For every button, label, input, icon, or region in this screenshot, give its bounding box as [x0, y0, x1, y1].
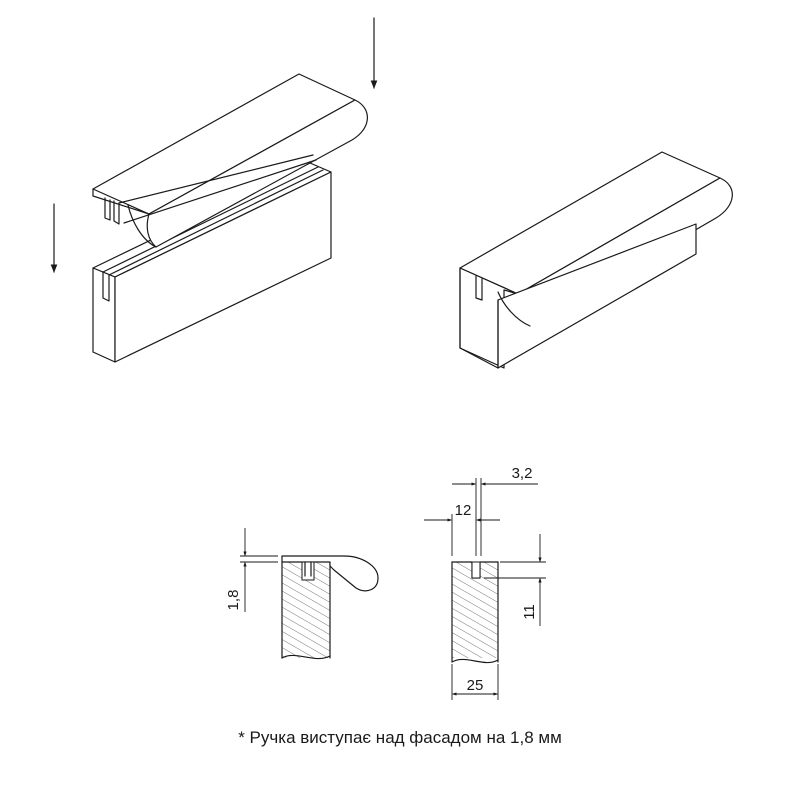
- slot-groove-edge-2: [108, 169, 324, 276]
- assembled-tongue: [475, 275, 483, 301]
- slot-groove-edge-1: [102, 166, 319, 273]
- section-b-slot: [471, 561, 481, 579]
- dim-thickness-label: 25: [467, 677, 484, 694]
- slot-groove-front: [102, 271, 110, 302]
- footnote: * Ручка виступає над фасадом на 1,8 мм: [238, 728, 562, 747]
- section-handle-mounted: 1,8: [225, 528, 379, 660]
- section-a-tongue: [304, 561, 312, 577]
- section-b-break-line: [451, 658, 499, 664]
- dim-lip-label: 3,2: [512, 465, 533, 482]
- section-a-break-line: [281, 654, 331, 660]
- assembled-end-curve: [497, 291, 531, 327]
- handle-tongue-2: [113, 200, 120, 225]
- section-a-slot: [301, 561, 315, 581]
- handle-front-edge: [92, 188, 150, 215]
- handle-profile-exploded: [92, 73, 368, 248]
- assembled-bottom-edge: [459, 347, 499, 369]
- section-a-handle-profile: [281, 555, 379, 592]
- section-panel-slot: 3,2 12 11 25: [424, 465, 546, 700]
- assembled-view: [459, 151, 733, 369]
- panel-front-face: [92, 267, 116, 363]
- panel-side-face: [114, 171, 332, 363]
- dim-protrusion-label: 1,8: [225, 590, 242, 611]
- exploded-assembly-view: [50, 17, 378, 363]
- dim-slot-offset-label: 12: [455, 502, 472, 519]
- handle-curved-lip: [146, 99, 368, 248]
- panel-block: [92, 162, 332, 363]
- handle-tongue-long-edge: [118, 154, 314, 204]
- handle-end-curve: [127, 204, 157, 248]
- handle-tongue-long-edge-2: [123, 159, 317, 224]
- dim-depth-label: 11: [521, 604, 538, 620]
- handle-tongue-1: [104, 197, 111, 221]
